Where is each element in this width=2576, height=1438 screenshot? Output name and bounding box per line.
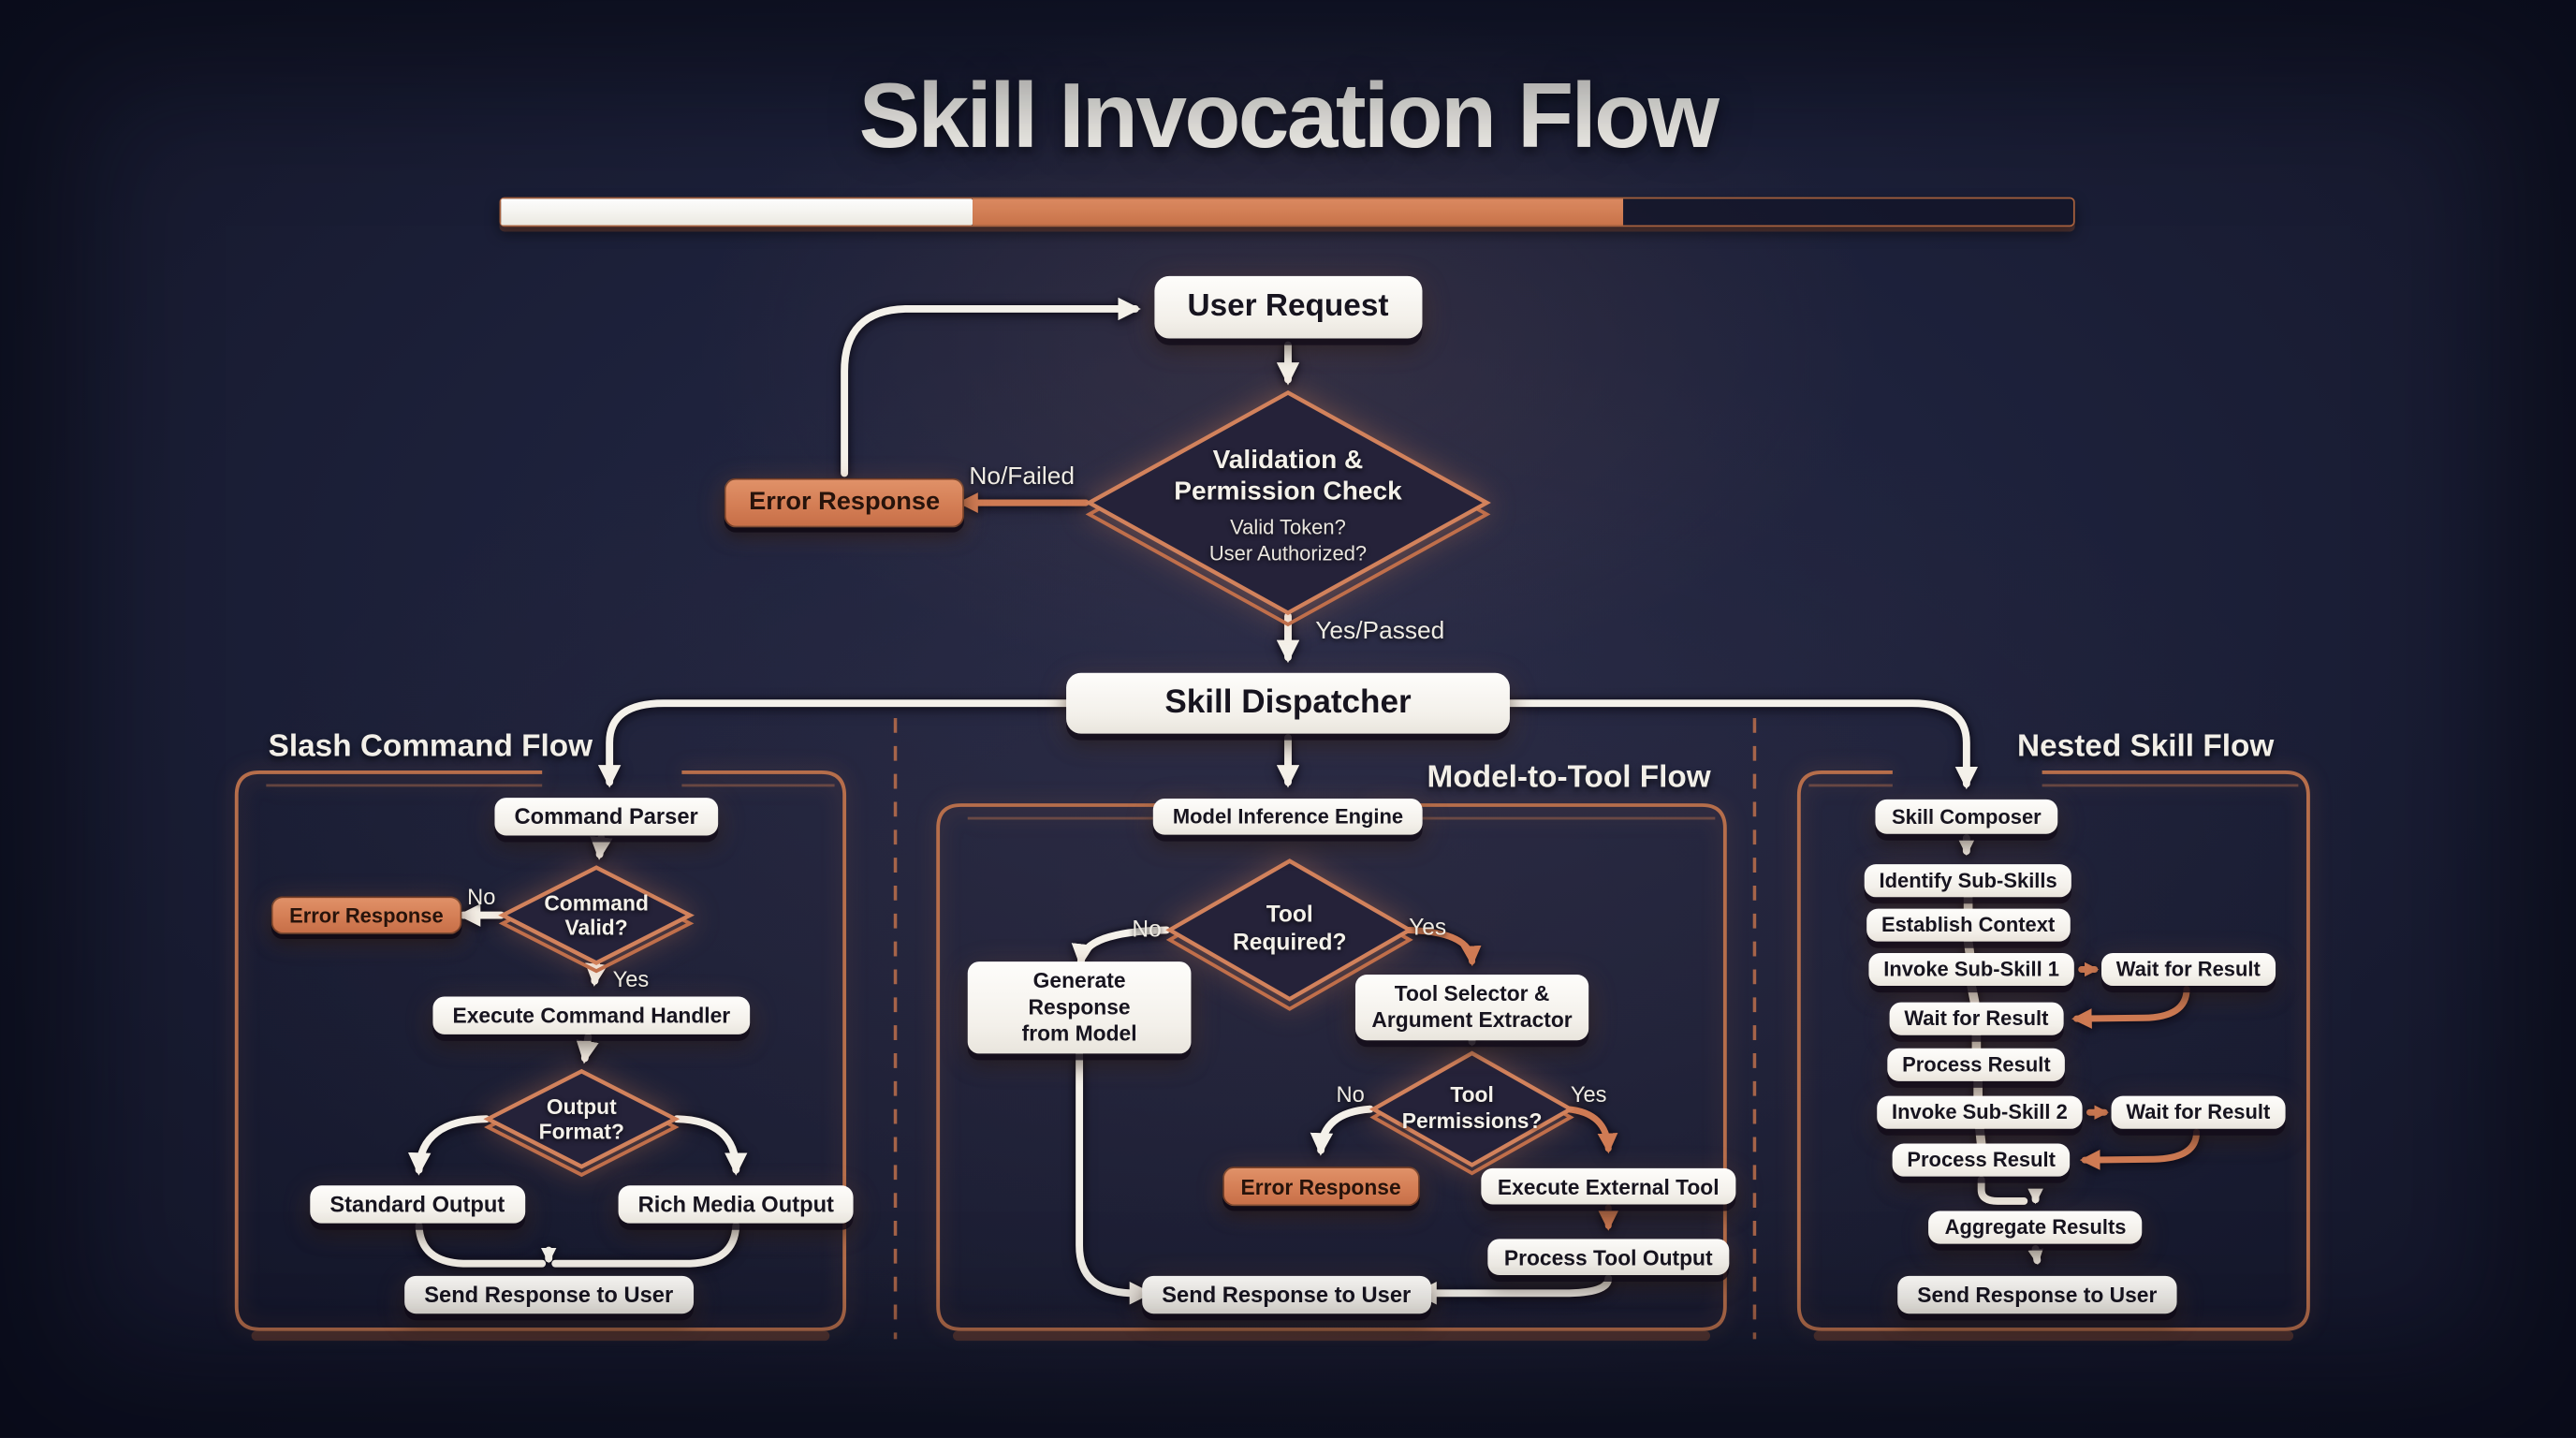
edge-label-slash-no: No [467,885,496,910]
edge-label-required-no: No [1132,915,1162,942]
node-establish-context: Establish Context [1866,908,2071,942]
edge-label-yes-passed: Yes/Passed [1315,617,1445,645]
tool-permissions-diamond [1368,1050,1575,1167]
section-containers [234,770,2310,1331]
node-error-response-slash: Error Response [271,896,461,934]
edge-generate-to-send [1076,1037,1153,1305]
edge-standard-merge [415,1222,547,1268]
section-dividers [893,717,1757,1340]
node-identify-sub-skills: Identify Sub-Skills [1864,864,2072,898]
edge-error-to-user-request [841,297,1141,477]
slash-flow-container [234,770,847,1331]
validation-diamond [1085,389,1491,616]
orange-connectors [958,492,2201,1231]
edge-process2-to-aggregate [1977,1176,2028,1205]
node-wait-for-result-1: Wait for Result [2101,952,2276,987]
edge-valid-yes [584,961,608,987]
node-process-tool-output: Process Tool Output [1487,1239,1730,1275]
node-execute-external-tool: Execute External Tool [1481,1167,1736,1205]
node-send-response-nested: Send Response to User [1897,1275,2177,1314]
white-connectors [407,297,2043,1305]
edge-richmedia-merge [551,1222,740,1268]
command-valid-diamond [498,865,695,965]
section-title-model-to-tool-flow: Model-to-Tool Flow [1427,760,1711,796]
progress-bar [499,197,2075,227]
node-invoke-sub-skill-1: Invoke Sub-Skill 1 [1868,952,2074,987]
node-tool-selector-argument-extractor: Tool Selector &Argument Extractor [1354,975,1589,1040]
progress-bar-orange-segment [973,198,1624,226]
edge-dispatcher-to-command-parser [597,699,1072,788]
edge-label-required-yes: Yes [1409,913,1447,940]
edge-label-permissions-yes: Yes [1570,1081,1607,1108]
edge-wait3-to-process2 [2079,1128,2201,1170]
node-invoke-sub-skill-2: Invoke Sub-Skill 2 [1877,1095,2083,1129]
node-send-response-mtf: Send Response to User [1142,1275,1431,1314]
edge-label-no-failed: No/Failed [969,462,1076,491]
output-format-diamond [483,1068,681,1169]
edge-processoutput-to-send [1413,1274,1613,1305]
node-process-result-1: Process Result [1887,1048,2066,1081]
edge-dispatcher-to-skill-composer [1504,699,1979,790]
edge-invoke2-process2 [1975,1123,1986,1149]
node-command-parser: Command Parser [494,798,718,836]
section-title-nested-skill-flow: Nested Skill Flow [2017,729,2275,765]
edge-required-yes [1402,926,1482,967]
node-model-inference-engine: Model Inference Engine [1152,798,1424,835]
edge-required-no [1071,926,1171,967]
model-tool-flow-container [936,803,1727,1331]
validation-diamond-label: Validation &Permission Check Valid Token… [1174,447,1402,565]
edge-format-to-standard [407,1115,490,1176]
node-user-request: User Request [1154,275,1422,339]
section-title-slash-command-flow: Slash Command Flow [268,729,593,765]
edge-aggregate-to-send [2027,1244,2043,1266]
node-process-result-2: Process Result [1892,1143,2071,1177]
nested-flow-container [1796,770,2310,1331]
edge-permissions-yes [1563,1106,1618,1154]
node-wait-for-result-3: Wait for Result [2111,1095,2286,1129]
node-error-response-mtf: Error Response [1222,1167,1420,1207]
node-execute-command-handler: Execute Command Handler [432,996,751,1034]
edge-permissions-no [1310,1105,1374,1156]
decision-diamonds [483,389,1575,1178]
node-skill-composer: Skill Composer [1875,799,2058,834]
progress-bar-white-segment [501,198,973,226]
node-aggregate-results: Aggregate Results [1928,1211,2144,1244]
edge-exec-to-format [576,1033,599,1064]
node-skill-dispatcher: Skill Dispatcher [1066,672,1510,734]
edge-invoke1-wait2 [1967,981,1980,1007]
page-title: Skill Invocation Flow [858,63,1720,168]
node-rich-media-output: Rich Media Output [618,1185,854,1224]
edge-label-slash-yes: Yes [612,966,650,992]
node-error-response-main: Error Response [724,477,965,528]
tool-required-diamond [1165,858,1414,1002]
edge-wait1-to-wait2 [2071,986,2190,1029]
edge-establish-invoke1 [1963,936,1975,958]
edge-label-permissions-no: No [1336,1081,1365,1108]
node-send-response-slash: Send Response to User [404,1275,694,1314]
node-wait-for-result-2: Wait for Result [1889,1002,2064,1035]
edge-format-to-richmedia [673,1115,748,1176]
node-standard-output: Standard Output [310,1185,525,1224]
edge-parser-to-valid [590,834,613,860]
